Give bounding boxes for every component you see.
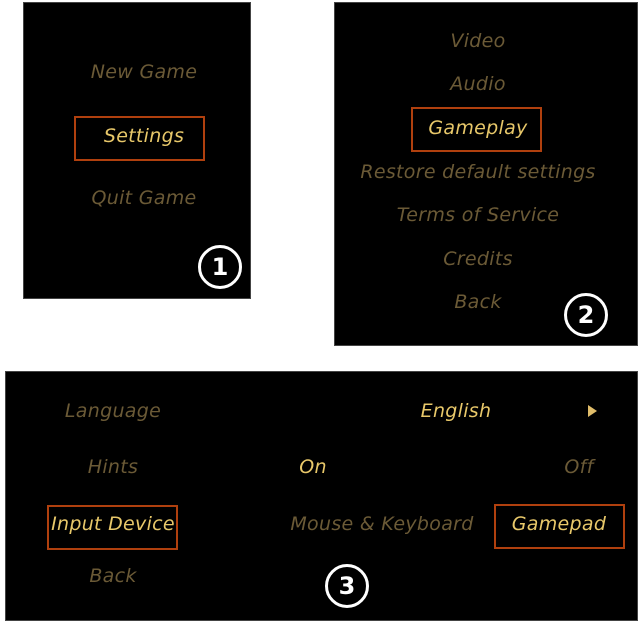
mouse-keyboard-option[interactable]: Mouse & Keyboard <box>290 513 474 535</box>
hints-on-option[interactable]: On <box>299 456 327 478</box>
selection-highlight <box>47 505 178 550</box>
hints-off-option[interactable]: Off <box>564 456 594 478</box>
menu-credits[interactable]: Credits <box>443 248 513 270</box>
selection-highlight <box>74 116 205 161</box>
gamepad-option[interactable]: Gamepad <box>511 513 607 535</box>
language-label: Language <box>64 400 162 422</box>
menu-quit-game[interactable]: Quit Game <box>91 187 197 209</box>
menu-restore-defaults[interactable]: Restore default settings <box>360 161 596 183</box>
menu-video[interactable]: Video <box>450 30 506 52</box>
step-badge-1: 1 <box>198 245 242 289</box>
settings-menu-panel: Video Audio Gameplay Restore default set… <box>334 2 638 346</box>
language-value[interactable]: English <box>420 400 492 422</box>
gameplay-settings-panel: Language English Hints On Off Input Devi… <box>5 371 638 621</box>
input-device-label[interactable]: Input Device <box>51 513 175 535</box>
menu-terms-of-service[interactable]: Terms of Service <box>396 204 560 226</box>
selection-highlight <box>494 504 625 549</box>
back-button[interactable]: Back <box>89 565 137 587</box>
arrow-right-icon[interactable] <box>588 405 597 417</box>
step-badge-3: 3 <box>325 564 369 608</box>
menu-settings[interactable]: Settings <box>103 125 185 147</box>
selection-highlight <box>411 107 542 152</box>
step-badge-2: 2 <box>564 293 608 337</box>
menu-gameplay[interactable]: Gameplay <box>428 117 528 139</box>
hints-label: Hints <box>87 456 139 478</box>
menu-new-game[interactable]: New Game <box>90 61 198 83</box>
menu-audio[interactable]: Audio <box>450 73 506 95</box>
menu-back[interactable]: Back <box>454 291 502 313</box>
main-menu-panel: New Game Settings Quit Game 1 <box>23 2 251 299</box>
